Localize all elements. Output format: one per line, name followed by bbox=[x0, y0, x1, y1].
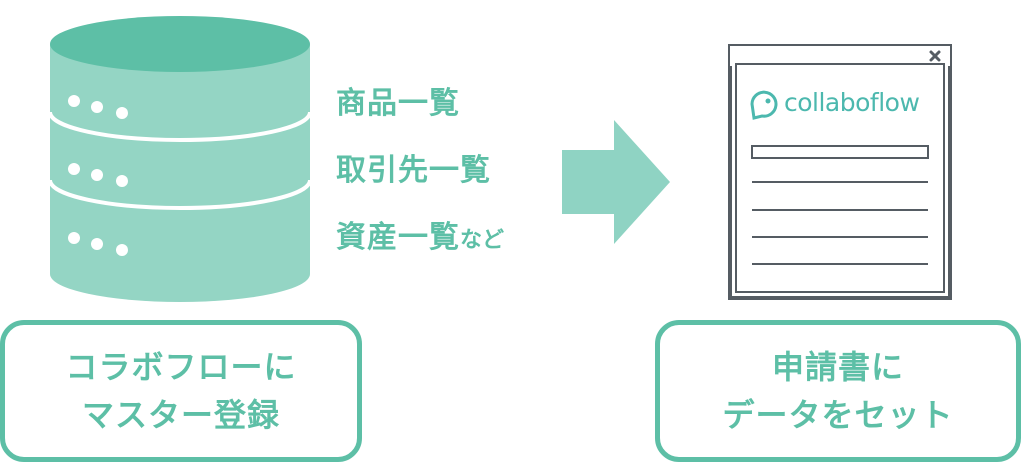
collaboflow-logo-text: collaboflow bbox=[784, 88, 920, 117]
label-box-master-register: コラボフローに マスター登録 bbox=[0, 320, 362, 462]
form-window bbox=[728, 44, 952, 300]
label-line-1: 申請書に bbox=[771, 348, 904, 386]
database-separator-2 bbox=[50, 179, 310, 210]
label-line-1: コラボフローに bbox=[65, 348, 297, 386]
label-line-2: データをセット bbox=[722, 396, 954, 434]
data-list-item-clients: 取引先一覧 bbox=[336, 145, 491, 189]
label-box-set-data: 申請書に データをセット bbox=[655, 320, 1021, 462]
arrow-right-icon bbox=[562, 120, 670, 244]
collaboflow-logo-icon bbox=[750, 90, 778, 120]
database-body bbox=[50, 44, 310, 302]
form-input-field bbox=[751, 145, 929, 159]
data-list-item-suffix: など bbox=[460, 228, 505, 253]
database-icon bbox=[50, 16, 310, 302]
close-icon bbox=[929, 50, 941, 62]
label-line-2: マスター登録 bbox=[81, 396, 280, 434]
data-list-item-text: 資産一覧 bbox=[336, 220, 460, 255]
data-list-item-text: 商品一覧 bbox=[336, 86, 460, 121]
data-list-item-assets: 資産一覧など bbox=[336, 212, 504, 256]
data-list-item-text: 取引先一覧 bbox=[336, 153, 491, 188]
database-top bbox=[50, 16, 310, 72]
data-list-item-products: 商品一覧 bbox=[336, 78, 460, 122]
database-dots-2 bbox=[68, 163, 128, 187]
database-separator-1 bbox=[50, 111, 310, 142]
database-dots-3 bbox=[68, 232, 128, 256]
database-dots-1 bbox=[68, 95, 128, 119]
